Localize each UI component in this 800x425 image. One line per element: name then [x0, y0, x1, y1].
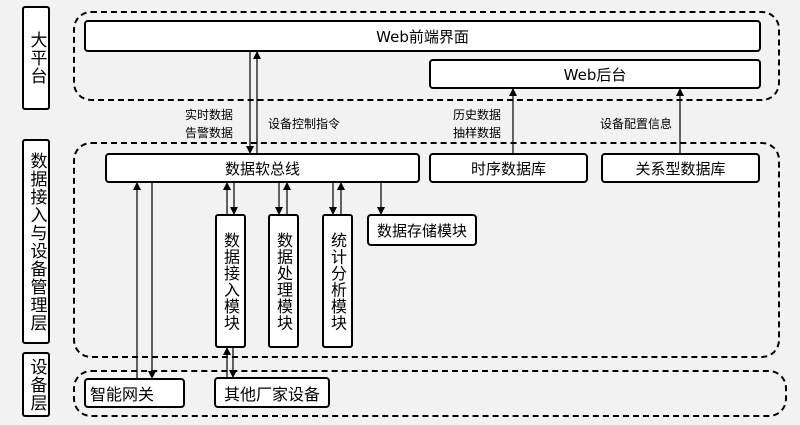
- other-devices-box: 其他厂家设备: [214, 377, 330, 408]
- access-module-box: 数据接入模块: [215, 214, 246, 348]
- layer-label-platform: 大平台: [22, 6, 50, 110]
- analysis-module-box: 统计分析模块: [322, 214, 353, 348]
- note-history-data: 历史数据: [453, 108, 502, 122]
- note-sampled-data: 抽样数据: [453, 126, 502, 140]
- layer-label-device: 设备层: [22, 352, 50, 417]
- device-region: [73, 370, 787, 417]
- rdb-box: 关系型数据库: [601, 153, 760, 183]
- note-alarm-data: 告警数据: [185, 126, 234, 140]
- note-realtime-data: 实时数据: [185, 108, 234, 122]
- data-bus-box: 数据软总线: [105, 153, 420, 183]
- access-region: [73, 142, 780, 358]
- layer-label-access: 数据接入与设备管理层: [22, 139, 50, 344]
- tsdb-box: 时序数据库: [429, 153, 588, 183]
- note-device-config: 设备配置信息: [600, 117, 673, 131]
- gateway-box: 智能网关: [84, 378, 185, 408]
- storage-module-box: 数据存储模块: [367, 214, 477, 246]
- processing-module-box: 数据处理模块: [268, 214, 299, 348]
- web-frontend-box: Web前端界面: [84, 20, 761, 52]
- platform-region: [73, 11, 780, 101]
- web-backend-box: Web后台: [429, 59, 761, 89]
- note-control-command: 设备控制指令: [268, 117, 341, 131]
